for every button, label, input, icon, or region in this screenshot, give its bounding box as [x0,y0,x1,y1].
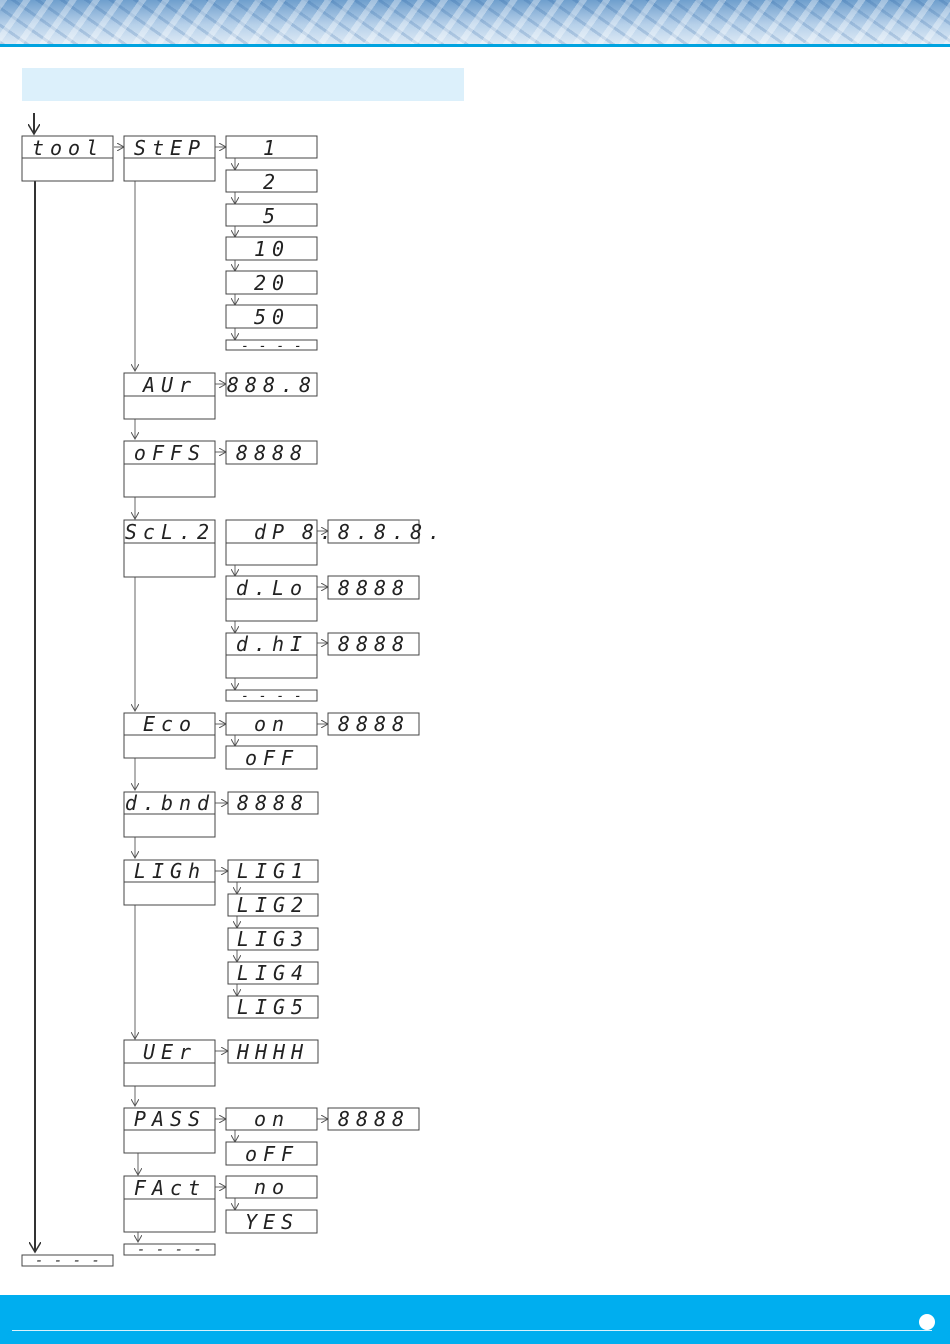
avr-value: 888.8 [227,373,317,397]
step-option: 10 [254,237,290,261]
pass-off: oFF [245,1142,299,1166]
scl2-dp-value: 8.8.8.8. [302,520,446,544]
scl2-dhi-label: d.hI [236,632,308,656]
fact-no: no [254,1175,290,1199]
footer-rule [12,1330,932,1331]
step-option: 50 [254,305,290,329]
footer-bar [0,1295,950,1344]
ligh-option: LIG3 [237,927,309,951]
dbnd-value: 8888 [237,791,309,815]
label-tool: tool [32,136,104,160]
ligh-option: LIG1 [237,859,309,883]
step-option: 2 [263,170,281,194]
offs-value: 8888 [236,441,308,465]
label-dbnd: d.bnd [125,791,215,815]
ligh-option: LIG2 [237,893,309,917]
label-step: StEP [134,136,206,160]
scl2-dlo-label: d.Lo [236,576,308,600]
label-scl2: ScL.2 [125,520,215,544]
label-ver: UEr [143,1040,197,1064]
step-option: 5 [263,204,281,228]
step-option-end: - - - - [241,339,303,354]
label-offs: oFFS [134,441,206,465]
ligh-option: LIG4 [237,961,309,985]
scl2-dlo-value: 8888 [338,576,410,600]
eco-on: on [254,712,290,736]
label-avr: AUr [141,373,197,397]
step-option: 20 [254,271,290,295]
scl2-dhi-value: 8888 [338,632,410,656]
label-eco: Eco [143,712,197,736]
pass-on: on [254,1107,290,1131]
eco-off: oFF [245,746,299,770]
ver-value: HHHH [236,1040,309,1064]
ligh-option: LIG5 [237,995,309,1019]
label-root-end: - - - - [35,1253,101,1269]
step-option: 1 [263,136,281,160]
pass-on-value: 8888 [338,1107,410,1131]
scl2-end: - - - - [241,689,303,704]
page-marker-icon [919,1314,935,1330]
menu-flow-diagram: tool - - - - StEP AUr oFFS ScL.2 Eco d.b… [0,0,950,1290]
label-ligh: LIGh [134,859,206,883]
label-fact: FAct [134,1176,206,1200]
label-menu-end: - - - - [137,1242,203,1258]
eco-on-value: 8888 [338,712,410,736]
label-pass: PASS [134,1107,206,1131]
scl2-dp-label: dP [254,520,290,544]
fact-yes: YES [245,1210,299,1234]
